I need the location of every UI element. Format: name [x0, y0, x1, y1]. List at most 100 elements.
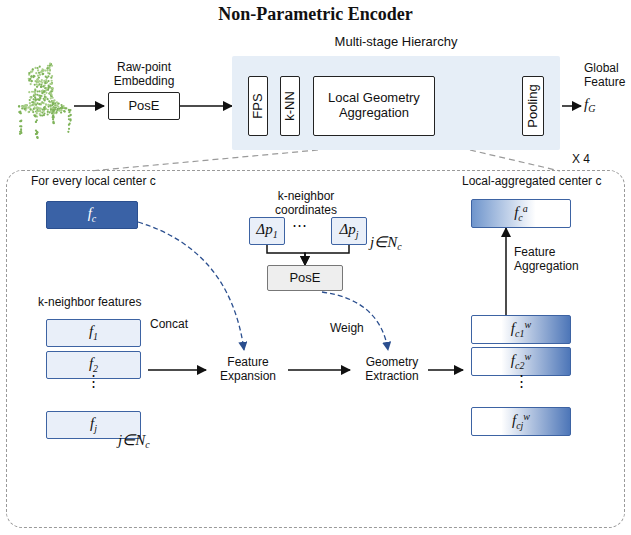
point [35, 121, 37, 123]
neighbor-feature: f1 [46, 319, 141, 347]
node-heading: Multi-stage Hierarchy [335, 35, 458, 50]
input-arrow [74, 105, 104, 107]
point [37, 78, 39, 80]
point [53, 116, 55, 118]
point [47, 104, 49, 106]
point [51, 90, 53, 92]
point [52, 114, 54, 116]
point [61, 109, 63, 111]
point [64, 107, 66, 109]
node-heading: Raw-point Embedding [99, 61, 189, 89]
node-heading: Local-aggregated center c [462, 175, 601, 189]
point [51, 83, 53, 85]
point [43, 80, 45, 82]
point [36, 79, 38, 81]
pose-box: PosE [267, 265, 343, 291]
point [56, 105, 58, 107]
point [30, 83, 32, 85]
output-symbol: fG [584, 96, 595, 115]
point [64, 111, 66, 113]
ellipsis: ⋮ [86, 372, 101, 389]
point [23, 108, 25, 110]
point [30, 96, 32, 98]
point-cloud-chair [18, 63, 72, 140]
aggregation-box: Local Geometry Aggregation [313, 76, 435, 136]
node-text: fcjw [512, 411, 530, 431]
point [18, 105, 20, 107]
math-base: f [89, 323, 93, 339]
point [36, 136, 38, 138]
point [28, 91, 30, 93]
operation-label: Geometry Extraction [352, 356, 432, 384]
math-sub: j [356, 229, 359, 240]
node-text: FPS [251, 93, 266, 118]
point [51, 65, 53, 67]
point [30, 76, 32, 78]
point [43, 106, 45, 108]
point [33, 103, 35, 105]
operation-label: Weigh [330, 322, 364, 336]
point [37, 69, 39, 71]
point [38, 99, 40, 101]
point [54, 112, 56, 114]
point [49, 64, 51, 66]
point [20, 120, 22, 122]
math-sub: c [145, 439, 149, 450]
point [53, 122, 55, 124]
point [32, 68, 34, 70]
point [22, 106, 24, 108]
point [30, 96, 32, 98]
ellipsis: ⋮ [514, 372, 529, 389]
point [51, 75, 53, 77]
weigh-arrow [322, 292, 388, 350]
point [34, 88, 36, 90]
math-base: Δp [256, 221, 272, 237]
point [31, 91, 33, 93]
math-base: f [511, 353, 515, 369]
math-base: Δp [339, 221, 355, 237]
point [45, 76, 47, 78]
point [60, 111, 62, 113]
point [41, 95, 43, 97]
point [41, 82, 43, 84]
point [68, 128, 70, 130]
node-text: fc2w [511, 351, 531, 371]
point [50, 109, 52, 111]
point [34, 89, 36, 91]
repeat-count: X 4 [572, 153, 590, 167]
point [52, 87, 54, 89]
node-text: Δpj [339, 221, 358, 240]
point [34, 67, 36, 69]
point [35, 99, 37, 101]
group-label: k-neighbor features [38, 296, 141, 310]
point [52, 109, 54, 111]
point [52, 100, 54, 102]
point [28, 72, 30, 74]
point [36, 136, 38, 138]
point [38, 80, 40, 82]
point [36, 81, 38, 83]
point [45, 79, 47, 81]
point [39, 110, 41, 112]
math-base: f [512, 413, 516, 429]
operation-label: Concat [150, 318, 188, 332]
zoom-line [470, 150, 560, 171]
point [43, 91, 45, 93]
point [35, 107, 37, 109]
point [37, 110, 39, 112]
math-sup: w [524, 351, 531, 362]
knn-box: k-NN [280, 76, 300, 136]
point [51, 88, 53, 90]
operation-label: Feature Expansion [212, 356, 284, 384]
math-base: f [514, 205, 518, 221]
center-feature: fc [46, 201, 138, 229]
point [50, 108, 52, 110]
point [18, 111, 20, 113]
math-base: f [511, 321, 515, 337]
point [69, 109, 71, 111]
math-sub: cj [516, 420, 523, 431]
point [51, 112, 53, 114]
point [35, 72, 37, 74]
point [50, 97, 52, 99]
flow-arrow [288, 369, 350, 371]
